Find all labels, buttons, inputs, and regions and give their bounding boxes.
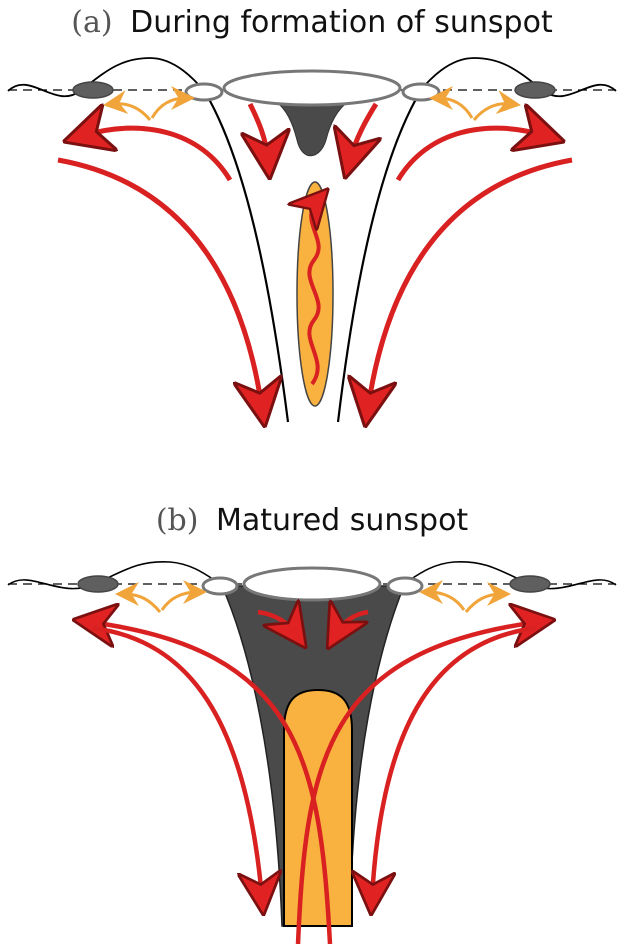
panel-a-title: (a) During formation of sunspot <box>71 5 553 40</box>
pore-right-b <box>388 578 422 594</box>
red-arrow-down-left-a <box>58 160 262 408</box>
magnetic-element-right-a <box>515 82 555 98</box>
flux-wall-right-a <box>338 92 420 422</box>
panel-a-title-text: During formation of sunspot <box>130 5 553 40</box>
orange-arrow-1-b <box>124 594 160 612</box>
orange-arrow-2-b <box>162 592 198 610</box>
red-arrow-down-left-b <box>92 628 262 898</box>
orange-arrow-4-b <box>428 592 464 610</box>
pore-left-b <box>203 578 237 594</box>
panel-b-tag: (b) <box>156 503 199 538</box>
pore-right-a <box>403 84 439 100</box>
red-arrow-inflow-right-a <box>350 104 376 160</box>
magnetic-element-left-b <box>78 576 118 592</box>
panel-b-title: (b) Matured sunspot <box>156 503 469 538</box>
pore-left-a <box>186 84 222 100</box>
orange-arrow-4-a <box>438 98 472 118</box>
panel-b-title-text: Matured sunspot <box>216 503 468 538</box>
sunspot-top-b <box>244 568 380 600</box>
red-arrow-down-right-a <box>368 160 572 408</box>
sunspot-top-a <box>224 71 400 105</box>
panel-a-tag: (a) <box>71 5 112 40</box>
red-arrow-inflow-left-a <box>250 104 268 160</box>
orange-arrow-2-a <box>152 98 186 118</box>
orange-arrow-3-a <box>474 104 512 120</box>
magnetic-element-right-b <box>510 576 550 592</box>
panel-a: (a) During formation of sunspot <box>8 5 616 422</box>
orange-arrow-3-b <box>466 594 502 612</box>
orange-arrow-1-a <box>112 104 150 120</box>
flux-wall-left-a <box>205 92 288 422</box>
panel-b: (b) Matured sunspot <box>8 503 616 944</box>
magnetic-element-left-a <box>73 82 113 98</box>
